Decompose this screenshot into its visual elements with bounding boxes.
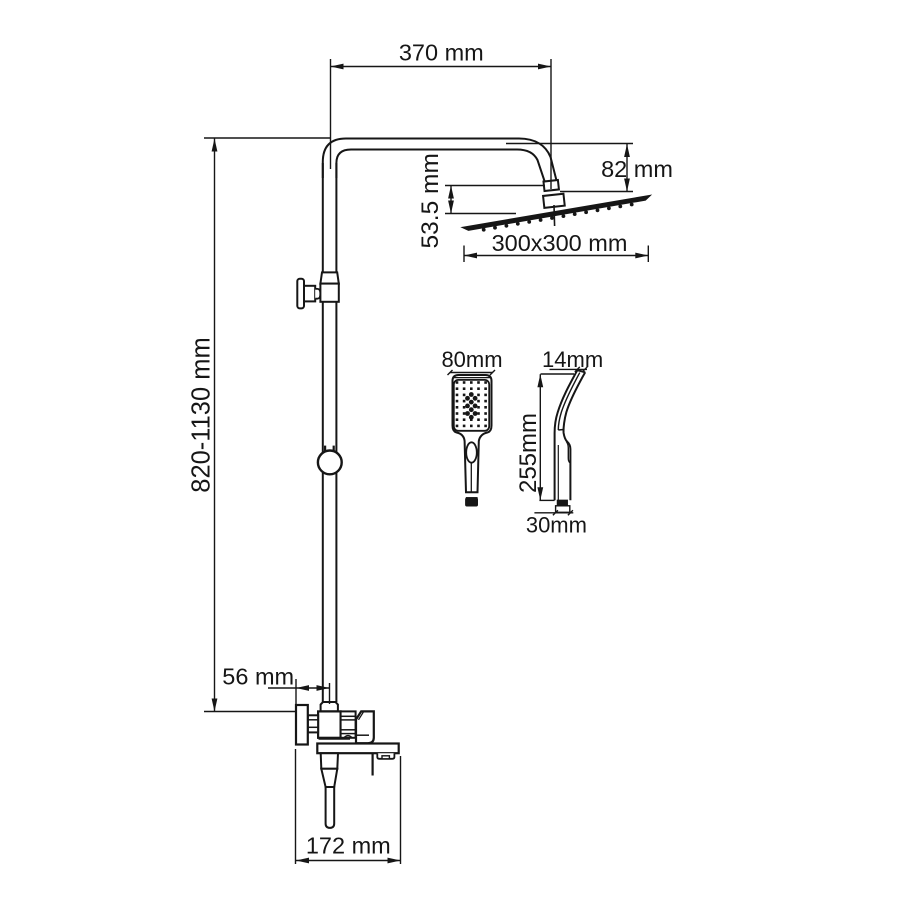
svg-text:300x300 mm: 300x300 mm: [492, 230, 628, 256]
svg-text:56 mm: 56 mm: [222, 664, 294, 690]
svg-text:53.5 mm: 53.5 mm: [417, 153, 444, 248]
svg-text:820-1130 mm: 820-1130 mm: [188, 337, 216, 492]
svg-text:82 mm: 82 mm: [601, 156, 673, 182]
svg-text:172 mm: 172 mm: [306, 833, 391, 859]
svg-text:14mm: 14mm: [542, 347, 603, 372]
svg-text:80mm: 80mm: [441, 347, 502, 372]
svg-text:255mm: 255mm: [515, 413, 542, 493]
svg-text:370 mm: 370 mm: [399, 40, 484, 66]
svg-text:30mm: 30mm: [526, 513, 587, 538]
